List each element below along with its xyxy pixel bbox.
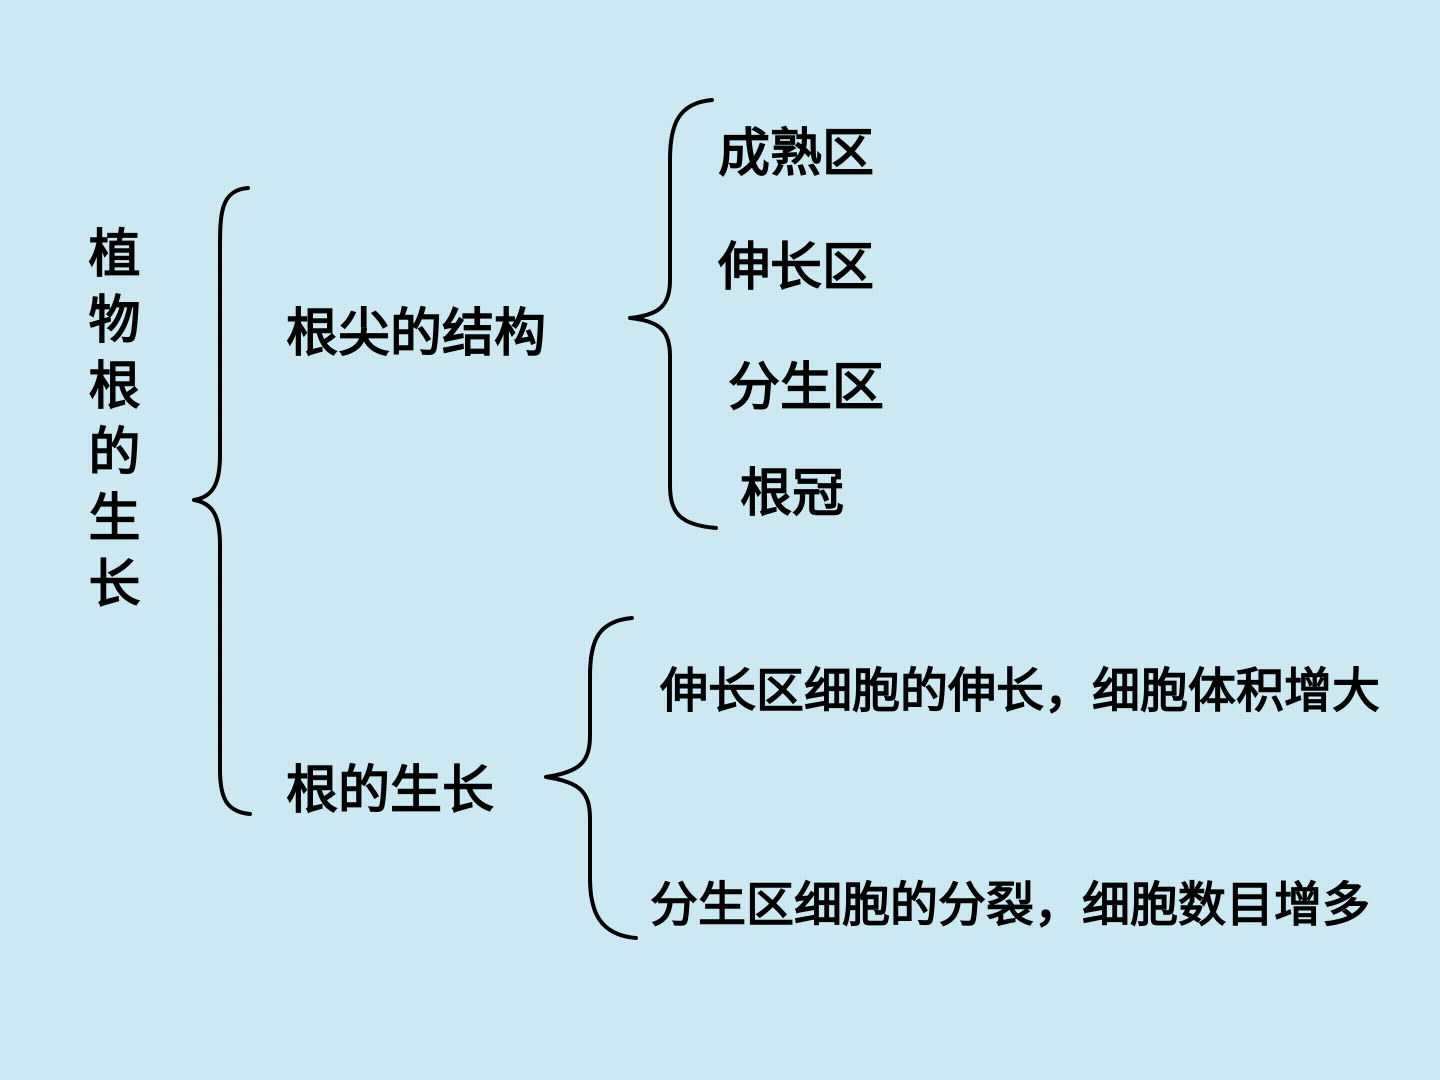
zone-meristem: 分生区 — [728, 358, 885, 418]
zone-elongation: 伸长区 — [718, 238, 875, 298]
reason-division: 分生区细胞的分裂，细胞数目增多 — [650, 877, 1371, 933]
zone-root-cap: 根冠 — [740, 464, 845, 524]
root-brace — [192, 186, 252, 816]
growth-brace — [544, 616, 638, 940]
zone-maturation: 成熟区 — [718, 124, 875, 184]
reason-elongation: 伸长区细胞的伸长，细胞体积增大 — [660, 663, 1381, 719]
structure-brace — [628, 98, 718, 530]
root-title: 植物根的生长 — [79, 226, 139, 622]
growth-label: 根的生长 — [286, 761, 495, 821]
structure-label: 根尖的结构 — [286, 304, 547, 364]
